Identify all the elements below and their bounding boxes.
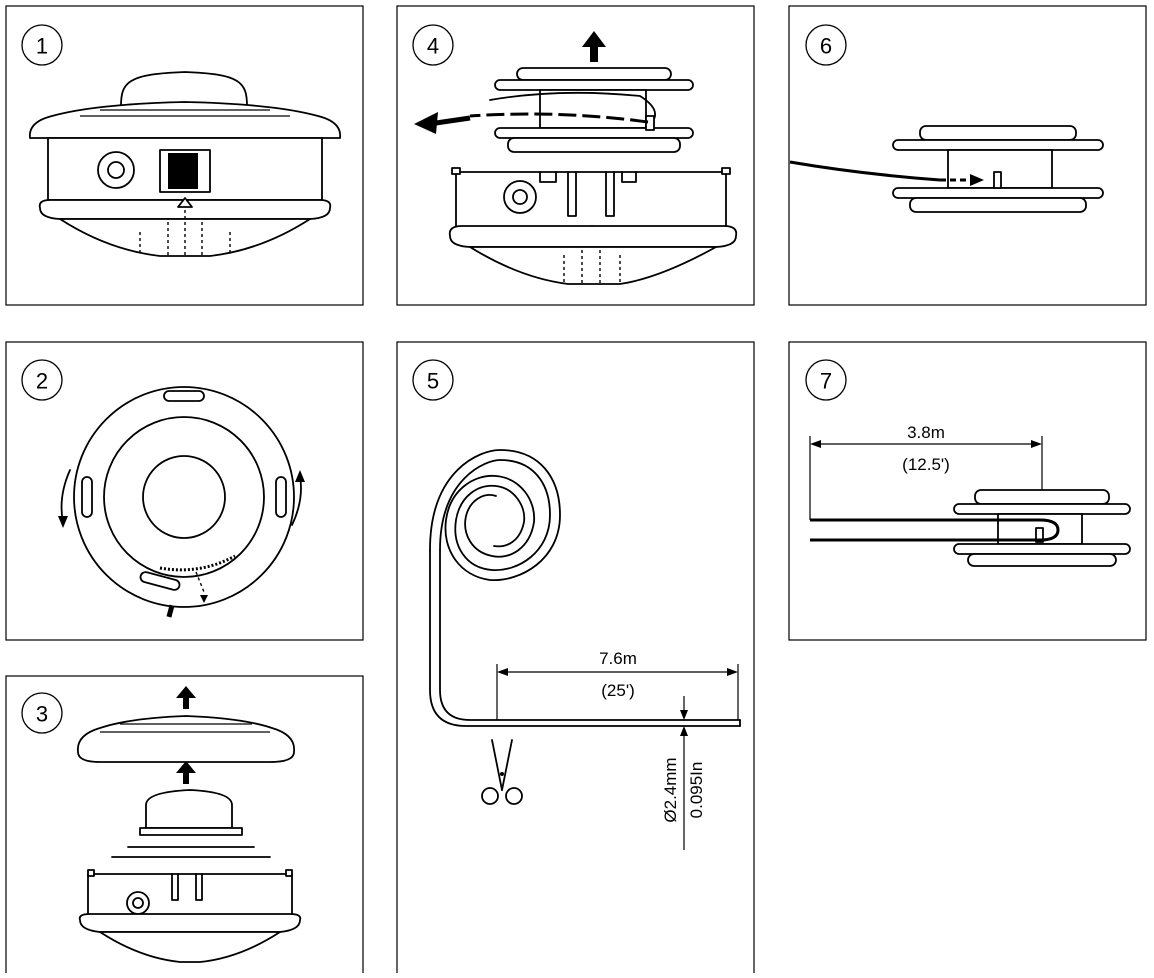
- knob: [120, 71, 248, 107]
- half-length-dimension: 3.8m (12.5'): [809, 423, 1043, 520]
- panel-5: 5 7.6m (25') Ø2.4mm 0.095In: [396, 341, 755, 978]
- step-badge-6: 6: [805, 24, 847, 66]
- housing-body: [455, 171, 727, 229]
- diameter-dimension: Ø2.4mm 0.095In: [661, 696, 706, 850]
- up-arrow-icon: [176, 686, 196, 709]
- insert-arrow-icon: [970, 174, 984, 186]
- half-length-label: 3.8m: [907, 423, 945, 442]
- pull-arrow-icon: [414, 112, 438, 134]
- panel-3: 3: [5, 675, 364, 977]
- housing-open: [87, 873, 293, 917]
- panel-4: 4: [396, 5, 755, 306]
- bump-cone: [59, 218, 311, 257]
- step-badge-4: 4: [412, 24, 454, 66]
- pointer-arrow-icon: [200, 595, 208, 603]
- panel-5-frame: [396, 341, 755, 978]
- length-dimension: 7.6m (25'): [496, 649, 739, 720]
- panel-2: 2: [5, 341, 364, 641]
- step-number-2: 2: [36, 369, 48, 394]
- inner-ring: [103, 416, 265, 578]
- panel-7: 7 3.8m (12.5'): [788, 341, 1147, 641]
- step-number-1: 1: [36, 34, 48, 59]
- up-arrow-icon-3: [582, 31, 606, 62]
- line-length-ft-label: (25'): [601, 681, 634, 700]
- up-arrow-icon-2: [176, 761, 196, 784]
- spool-top-flange: [516, 67, 672, 81]
- step-badge-7: 7: [805, 359, 847, 401]
- step-number-6: 6: [820, 34, 832, 59]
- align-arrow-icon: [177, 197, 193, 208]
- panel-1: 1: [5, 5, 364, 306]
- panel-6: 6: [788, 5, 1147, 306]
- diameter-mm-label: Ø2.4mm: [661, 757, 680, 822]
- diameter-in-label: 0.095In: [687, 762, 706, 819]
- half-length-ft-label: (12.5'): [902, 455, 950, 474]
- line-coil: [429, 449, 741, 727]
- step-number-7: 7: [820, 369, 832, 394]
- line-length-label: 7.6m: [599, 649, 637, 668]
- step-badge-1: 1: [21, 24, 63, 66]
- cover-lifted: [77, 715, 295, 763]
- step-number-3: 3: [36, 702, 48, 727]
- center-hub: [142, 455, 226, 539]
- step-badge-2: 2: [21, 359, 63, 401]
- outer-ring: [73, 386, 295, 608]
- base-rim: [38, 199, 332, 220]
- cover-rim: [29, 101, 341, 139]
- scissors-icon: [481, 739, 523, 805]
- step-badge-5: 5: [412, 359, 454, 401]
- step-badge-3: 3: [21, 692, 63, 734]
- step-number-5: 5: [427, 369, 439, 394]
- step-number-4: 4: [427, 34, 439, 59]
- spool-knob: [145, 789, 233, 829]
